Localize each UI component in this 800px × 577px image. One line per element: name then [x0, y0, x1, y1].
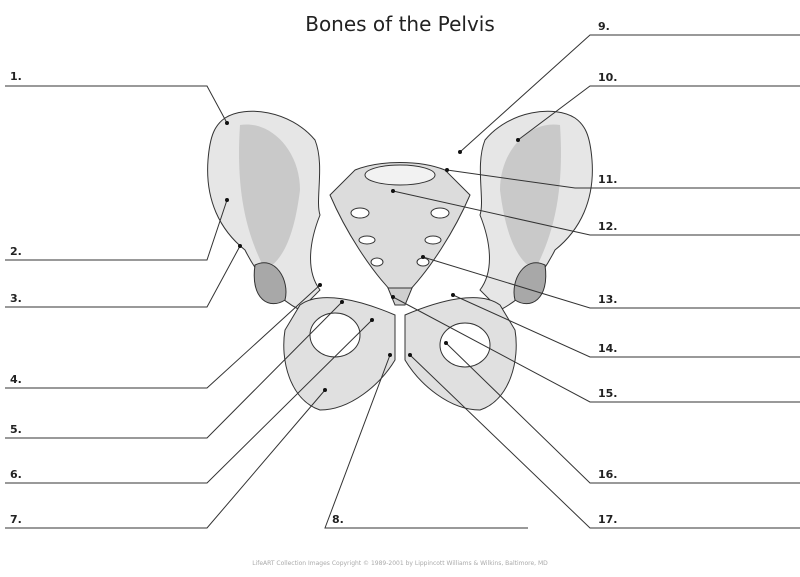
label-9: 9.	[598, 20, 610, 33]
label-11: 11.	[598, 173, 618, 186]
label-8: 8.	[332, 513, 344, 526]
coccyx	[387, 287, 413, 306]
label-4: 4.	[10, 373, 22, 386]
label-5: 5.	[10, 423, 22, 436]
label-2: 2.	[10, 245, 22, 258]
page-title: Bones of the Pelvis	[305, 12, 495, 36]
copyright-footer: LifeART Collection Images Copyright © 19…	[252, 560, 548, 567]
leader-lines	[5, 34, 800, 529]
label-15: 15.	[598, 387, 618, 400]
label-13: 13.	[598, 293, 618, 306]
label-numbers: 1. 2. 3. 4. 5. 6. 7. 8. 9. 10. 11. 12. 1…	[10, 20, 618, 526]
label-12: 12.	[598, 220, 618, 233]
label-14: 14.	[598, 342, 618, 355]
label-3: 3.	[10, 292, 22, 305]
label-10: 10.	[598, 71, 618, 84]
sacrum	[329, 162, 471, 296]
label-1: 1.	[10, 70, 22, 83]
label-16: 16.	[598, 468, 618, 481]
label-7: 7.	[10, 513, 22, 526]
pointer-dots	[225, 121, 520, 392]
label-17: 17.	[598, 513, 618, 526]
label-6: 6.	[10, 468, 22, 481]
pelvis-illustration	[207, 110, 593, 411]
